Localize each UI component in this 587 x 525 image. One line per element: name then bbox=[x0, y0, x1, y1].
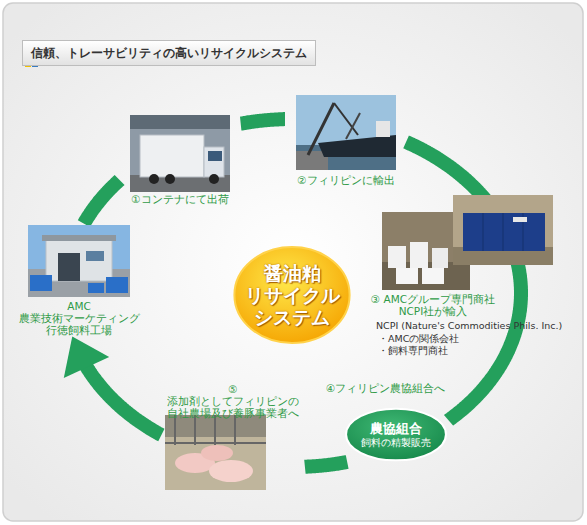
sky bbox=[296, 95, 396, 170]
node-text: ①コンテナにて出荷 bbox=[120, 193, 240, 205]
ship-photo bbox=[296, 95, 396, 170]
node-text: ⑤ 添加剤としてフィリピンの 自社農場及び養豚事業者へ bbox=[162, 383, 304, 419]
ring-segment bbox=[85, 365, 161, 436]
photo-node: ③ AMCグループ専門商社 NCPI社が輸入 bbox=[367, 193, 499, 317]
center-circle: 醤油粕 リサイクル システム bbox=[232, 244, 352, 346]
ring-connector bbox=[241, 119, 285, 124]
interior bbox=[453, 195, 553, 265]
wheel bbox=[165, 174, 175, 184]
bag bbox=[410, 242, 428, 268]
road bbox=[130, 175, 230, 192]
note-text: ・AMCの関係会社 bbox=[378, 333, 528, 345]
pig bbox=[209, 460, 253, 482]
cooperative-shape bbox=[346, 409, 446, 461]
pen-bar bbox=[214, 415, 216, 445]
crates bbox=[106, 277, 128, 293]
pen-bar bbox=[174, 415, 176, 445]
ring-segment bbox=[305, 462, 347, 467]
container bbox=[463, 213, 545, 251]
photo-node: ⑤ 添加剤としてフィリピンの 自社農場及び養豚事業者へ bbox=[162, 383, 304, 499]
door bbox=[58, 253, 80, 281]
crates bbox=[30, 275, 52, 291]
cooperative-ellipse: 農協組合飼料の精製販売 bbox=[344, 407, 448, 462]
note-text: NCPI (Nature's Commodities Phils. Inc.) bbox=[376, 320, 576, 332]
truck-photo bbox=[130, 115, 230, 192]
ring-segment bbox=[84, 180, 120, 224]
bag bbox=[422, 268, 444, 284]
truck-box bbox=[140, 135, 204, 177]
factory-photo bbox=[28, 225, 130, 297]
arrow-head bbox=[64, 337, 109, 378]
node-text: AMC 農業技術マーケティング 行徳飼料工場 bbox=[18, 300, 140, 336]
crane bbox=[346, 113, 360, 139]
container-photo bbox=[453, 195, 553, 265]
window bbox=[86, 251, 104, 261]
photo-node: AMC 農業技術マーケティング 行徳飼料工場 bbox=[18, 224, 140, 336]
ring-connector bbox=[64, 337, 162, 436]
hull bbox=[318, 135, 396, 157]
crane bbox=[334, 103, 358, 135]
floor bbox=[165, 415, 266, 490]
sky bbox=[28, 225, 130, 297]
roof bbox=[42, 235, 116, 241]
crates bbox=[88, 283, 104, 293]
wheel bbox=[149, 174, 159, 184]
pig bbox=[201, 445, 233, 461]
container-rib bbox=[483, 213, 484, 251]
sun-shape bbox=[234, 247, 349, 343]
truck-cab bbox=[204, 147, 224, 177]
ring-connector bbox=[84, 180, 120, 224]
background bbox=[130, 115, 230, 192]
ring-connector bbox=[305, 462, 347, 467]
wheel bbox=[209, 174, 219, 184]
bridge bbox=[376, 121, 390, 137]
node-text: 飼料の精製販売 bbox=[361, 437, 431, 449]
overpass bbox=[130, 115, 230, 129]
building bbox=[46, 239, 112, 281]
edge-label: ④フィリピン農協組合へ bbox=[326, 382, 445, 394]
crane bbox=[308, 103, 334, 155]
note-text: ・飼料専門商社 bbox=[378, 345, 528, 357]
pigs-photo bbox=[165, 415, 266, 490]
windshield bbox=[208, 151, 222, 161]
node-text: ②フィリピンに輸出 bbox=[286, 174, 406, 186]
bag bbox=[388, 246, 406, 268]
pen-rail bbox=[165, 442, 266, 444]
node-text: ③ AMCグループ専門商社 NCPI社が輸入 bbox=[367, 293, 499, 317]
title-box: 信頼、トレーサビリティの高いリサイクルシステム bbox=[22, 40, 316, 66]
pen-bar bbox=[194, 415, 196, 445]
container-mark bbox=[513, 217, 527, 222]
container-rib bbox=[503, 213, 504, 251]
photo-node: ②フィリピンに輸出 bbox=[286, 93, 406, 186]
pen-bar bbox=[234, 415, 236, 445]
node-text: 農協組合 bbox=[370, 421, 422, 437]
photo-node: ①コンテナにて出荷 bbox=[120, 113, 240, 205]
bag bbox=[432, 248, 448, 268]
bag bbox=[396, 268, 418, 284]
node-text: 醤油粕 リサイクル システム bbox=[240, 262, 344, 328]
ring-segment bbox=[241, 119, 285, 124]
panel bbox=[3, 3, 583, 521]
